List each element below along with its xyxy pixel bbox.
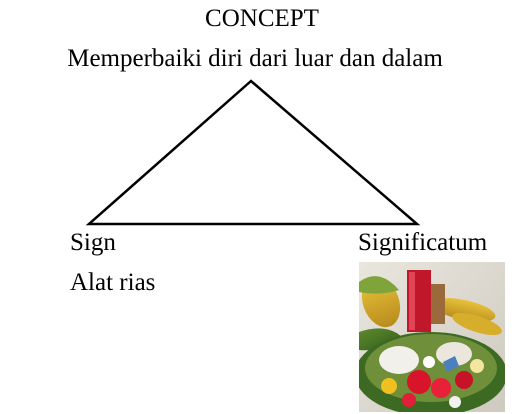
sign-text: Alat rias: [70, 269, 156, 296]
concept-title: CONCEPT: [205, 5, 319, 32]
sign-title: Sign: [70, 229, 116, 256]
concept-text: Memperbaiki diri dari luar dan dalam: [67, 45, 443, 72]
offering-photo: [359, 262, 505, 412]
triangle-outline: [85, 79, 421, 226]
significatum-title: Significatum: [358, 229, 488, 256]
